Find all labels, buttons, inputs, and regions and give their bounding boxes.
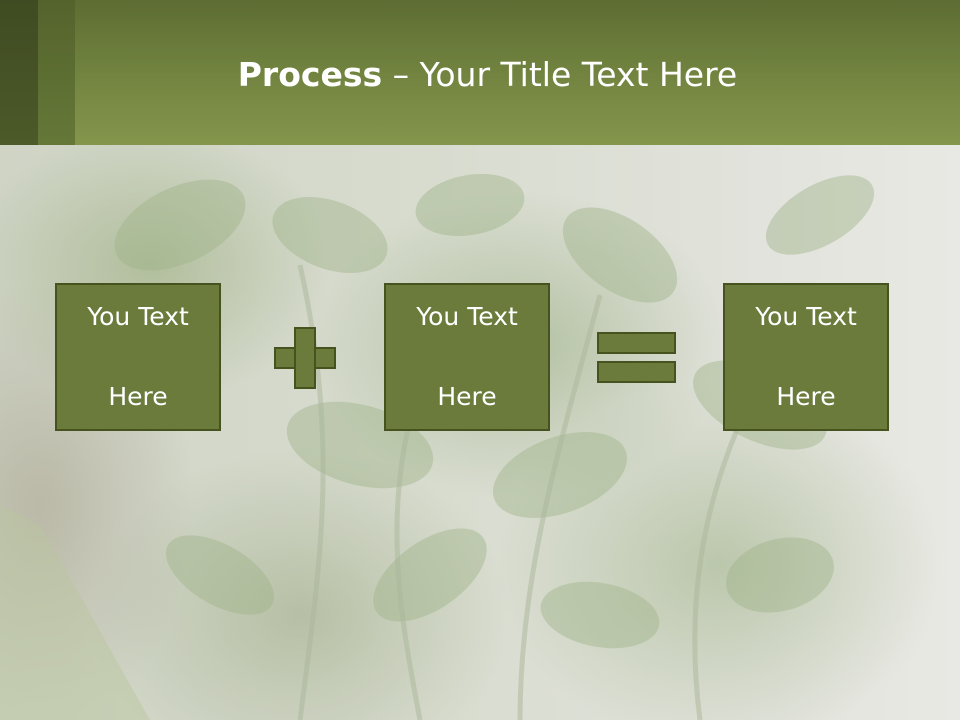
box-line-1: You Text	[87, 302, 189, 331]
equals-icon	[597, 332, 676, 384]
box-line-1: You Text	[416, 302, 518, 331]
equals-bottom-bar	[597, 361, 676, 383]
title-rest: – Your Title Text Here	[382, 55, 738, 94]
background-photo	[0, 145, 960, 720]
header-accent-dark	[0, 0, 38, 145]
plus-center	[296, 349, 314, 367]
plus-icon	[274, 327, 336, 389]
header-band: Process – Your Title Text Here	[0, 0, 960, 145]
equals-top-bar	[597, 332, 676, 354]
header-accent-mid	[38, 0, 75, 145]
box-line-2: Here	[108, 382, 168, 411]
title-bold: Process	[237, 55, 383, 94]
plant-illustration	[0, 173, 875, 720]
box-line-2: Here	[437, 382, 497, 411]
box-line-2: Here	[776, 382, 836, 411]
box-line-1: You Text	[755, 302, 857, 331]
slide-title: Process – Your Title Text Here	[75, 50, 900, 100]
